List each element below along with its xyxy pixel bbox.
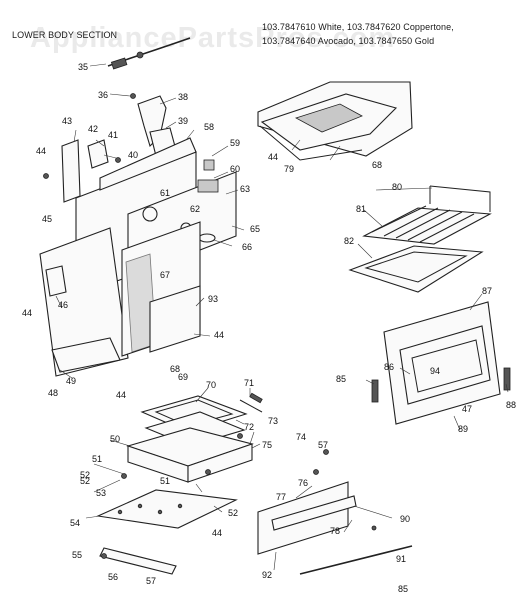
label-60: 60 xyxy=(230,164,240,174)
part-80-81-oven-rack xyxy=(362,185,492,245)
label-35: 35 xyxy=(78,62,88,72)
label-40: 40 xyxy=(128,150,138,160)
label-74: 74 xyxy=(296,432,306,442)
label-92: 92 xyxy=(262,570,272,580)
label-78: 78 xyxy=(330,526,340,536)
label-62: 62 xyxy=(190,204,200,214)
label-44f: 44 xyxy=(212,528,222,538)
label-43: 43 xyxy=(62,116,72,126)
label-52b: 52 xyxy=(228,508,238,518)
part-number-labels: 35 36 38 39 40 41 42 43 44 45 46 47 48 4… xyxy=(22,62,516,594)
label-57: 57 xyxy=(146,576,156,586)
label-38: 38 xyxy=(178,92,188,102)
label-65: 65 xyxy=(250,224,260,234)
label-57b: 57 xyxy=(318,440,328,450)
label-55: 55 xyxy=(72,550,82,560)
label-44a: 44 xyxy=(36,146,46,156)
label-66: 66 xyxy=(242,242,252,252)
part-54-bottom-plate xyxy=(96,489,238,529)
label-90: 90 xyxy=(400,514,410,524)
part-87-oven-door xyxy=(371,301,511,425)
label-61: 61 xyxy=(160,188,170,198)
label-48: 48 xyxy=(48,388,58,398)
part-67-93-insulation xyxy=(121,221,201,357)
label-68: 68 xyxy=(372,160,382,170)
label-73: 73 xyxy=(268,416,278,426)
label-79: 79 xyxy=(284,164,294,174)
label-54: 54 xyxy=(70,518,80,528)
label-81: 81 xyxy=(356,204,366,214)
label-36: 36 xyxy=(98,90,108,100)
label-72: 72 xyxy=(244,422,254,432)
label-94: 94 xyxy=(430,366,440,376)
part-82-broiler-pan xyxy=(348,245,484,293)
label-87: 87 xyxy=(482,286,492,296)
part-41-42-43-hardware xyxy=(43,139,109,203)
label-85: 85 xyxy=(336,374,346,384)
label-93: 93 xyxy=(208,294,218,304)
label-89: 89 xyxy=(458,424,468,434)
label-49: 49 xyxy=(66,376,76,386)
label-86: 86 xyxy=(384,362,394,372)
label-50: 50 xyxy=(110,434,120,444)
label-51b: 51 xyxy=(160,476,170,486)
label-58: 58 xyxy=(204,122,214,132)
label-56: 56 xyxy=(108,572,118,582)
label-47: 47 xyxy=(462,404,472,414)
label-67: 67 xyxy=(160,270,170,280)
page-code: 85 xyxy=(398,584,408,594)
label-82: 82 xyxy=(344,236,354,246)
label-69: 69 xyxy=(178,372,188,382)
label-71: 71 xyxy=(244,378,254,388)
part-68-79-top-body xyxy=(257,81,413,161)
label-70: 70 xyxy=(206,380,216,390)
part-50-53-75-box xyxy=(121,427,254,483)
part-77-drawer xyxy=(257,449,413,575)
leader-lines xyxy=(55,63,509,571)
label-44d: 44 xyxy=(116,390,126,400)
label-51: 51 xyxy=(92,454,102,464)
label-53: 53 xyxy=(96,488,106,498)
label-80: 80 xyxy=(392,182,402,192)
label-52c: 52 xyxy=(80,476,90,486)
label-76: 76 xyxy=(298,478,308,488)
label-44c: 44 xyxy=(214,330,224,340)
part-35-wire xyxy=(107,37,191,70)
label-44e: 44 xyxy=(268,152,278,162)
label-44b: 44 xyxy=(22,308,32,318)
part-56-kick-strip xyxy=(99,547,177,575)
label-45: 45 xyxy=(42,214,52,224)
model-numbers-line-1: 103.7847610 White, 103.7847620 Copperton… xyxy=(262,22,454,32)
model-numbers-line-2: 103.7847640 Avocado, 103.7847650 Gold xyxy=(262,36,435,46)
label-63: 63 xyxy=(240,184,250,194)
label-68b: 68 xyxy=(170,364,180,374)
label-91: 91 xyxy=(396,554,406,564)
label-39: 39 xyxy=(178,116,188,126)
label-59: 59 xyxy=(230,138,240,148)
label-52: 52 xyxy=(80,470,90,480)
label-77: 77 xyxy=(276,492,286,502)
label-46: 46 xyxy=(58,300,68,310)
label-75: 75 xyxy=(262,440,272,450)
label-41: 41 xyxy=(108,130,118,140)
part-48-49-bottom xyxy=(51,337,121,373)
section-title: LOWER BODY SECTION xyxy=(12,30,118,40)
label-88: 88 xyxy=(506,400,516,410)
label-42: 42 xyxy=(88,124,98,134)
